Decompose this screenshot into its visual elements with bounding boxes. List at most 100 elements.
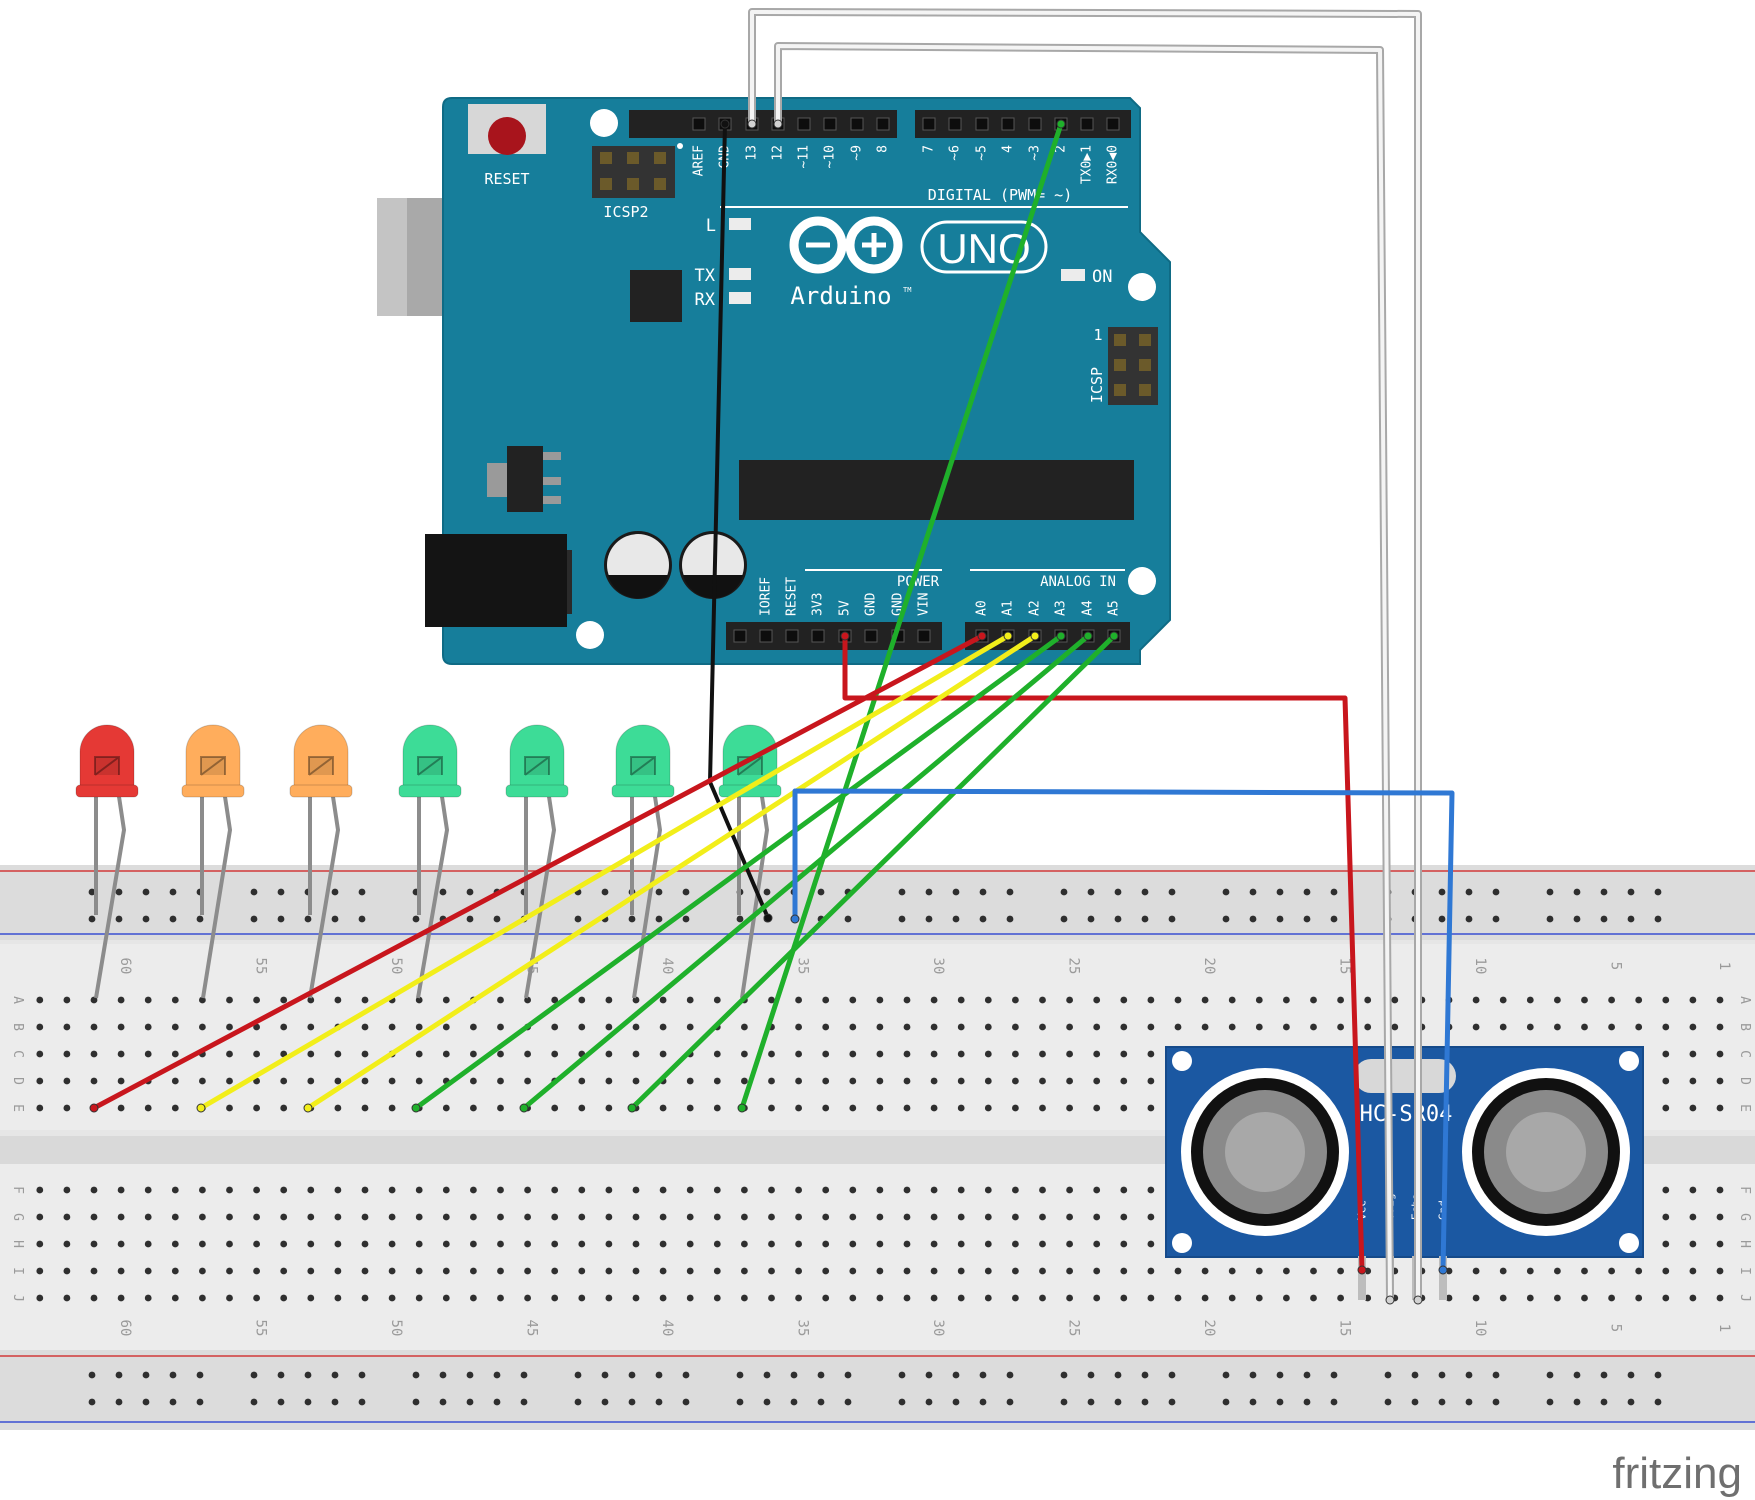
row-letter: A <box>1737 996 1752 1004</box>
column-number: 30 <box>930 958 946 975</box>
wire-yellow-a2[interactable] <box>305 633 1038 1111</box>
row-letter: D <box>1737 1077 1752 1085</box>
breadboard-labels: 6060555550504545404035353030252520201515… <box>10 958 1752 1337</box>
wire-green-a3[interactable] <box>413 633 1064 1111</box>
led-red <box>75 724 139 999</box>
wire-yellow-a1[interactable] <box>198 633 1011 1111</box>
column-number: 40 <box>659 1320 675 1337</box>
reset-label: RESET <box>484 170 529 188</box>
column-number: 10 <box>1472 1320 1488 1337</box>
column-number: 10 <box>1472 958 1488 975</box>
digital-pin-label: 4 <box>1001 145 1016 153</box>
row-letter: G <box>1737 1213 1752 1221</box>
digital-pin-label: 2 <box>1054 145 1069 153</box>
led-green <box>505 724 569 999</box>
row-letter: J <box>1737 1294 1752 1302</box>
column-number: 1 <box>1716 1324 1732 1332</box>
board-pcb <box>442 97 1171 665</box>
column-number: 60 <box>117 1320 133 1337</box>
wire-red-5v[interactable] <box>842 633 1365 1273</box>
row-letter: E <box>10 1104 25 1112</box>
digital-pin-label: RX0◀0 <box>1106 145 1121 184</box>
column-number: 30 <box>930 1320 946 1337</box>
digital-pin-label: ~6 <box>948 145 963 161</box>
column-number: 5 <box>1608 1324 1624 1332</box>
led-on <box>1061 269 1085 281</box>
analog-pin-label: A4 <box>1081 600 1096 616</box>
row-letter: C <box>1737 1050 1752 1058</box>
power-header <box>726 622 942 650</box>
power-pin-label: 3V3 <box>811 593 826 616</box>
digital-pin-label: ~9 <box>850 145 865 161</box>
digital-pin-label: AREF <box>692 145 707 176</box>
power-pin-label: GND <box>864 592 879 616</box>
wire-red-a0[interactable] <box>91 633 985 1111</box>
wire-green-a5[interactable] <box>629 633 1117 1111</box>
led-rx-label: RX <box>695 290 716 310</box>
row-letter: C <box>10 1050 25 1058</box>
transducer-left <box>1181 1068 1349 1236</box>
icsp2-label: ICSP2 <box>603 203 648 221</box>
crystal <box>1354 1059 1456 1093</box>
column-number: 60 <box>117 958 133 975</box>
logo-text: Arduino <box>790 282 891 310</box>
capacitor <box>604 531 672 599</box>
column-number: 55 <box>253 1320 269 1337</box>
mounting-hole <box>1128 273 1156 301</box>
wire-green-a4[interactable] <box>521 633 1091 1111</box>
usb-ic <box>630 270 682 322</box>
digital-header-label: DIGITAL (PWM= ~) <box>928 186 1073 204</box>
led-l-label: L <box>706 216 716 236</box>
row-letter: H <box>10 1240 25 1248</box>
analog-pin-label: A1 <box>1001 600 1016 616</box>
row-letter: B <box>10 1023 25 1031</box>
digital-pin-label: ~11 <box>797 145 812 168</box>
row-letter: H <box>1737 1240 1752 1248</box>
fritzing-watermark: fritzing <box>1612 1449 1742 1498</box>
row-letter: I <box>1737 1267 1752 1275</box>
led-orange <box>289 724 353 999</box>
led-row <box>75 724 782 999</box>
column-number: 45 <box>524 1320 540 1337</box>
analog-pin-label: A5 <box>1107 600 1122 616</box>
analog-pin-label: A3 <box>1054 600 1069 616</box>
digital-pin-label: ~3 <box>1028 145 1043 161</box>
column-number: 50 <box>388 1320 404 1337</box>
column-number: 50 <box>388 958 404 975</box>
top-power-rail <box>0 865 1755 940</box>
digital-pin-label: 13 <box>745 145 760 161</box>
column-number: 20 <box>1201 958 1217 975</box>
row-letter: J <box>10 1294 25 1302</box>
wire-blue-gnd[interactable] <box>792 788 1455 1273</box>
dc-power-jack <box>425 534 567 627</box>
logo-tm: TM <box>903 286 911 294</box>
row-letter: B <box>1737 1023 1752 1031</box>
led-tx <box>729 268 751 280</box>
digital-pin-label: 12 <box>771 145 786 161</box>
voltage-regulator <box>507 446 543 512</box>
power-label: POWER <box>897 574 940 590</box>
column-number: 5 <box>1608 962 1624 970</box>
power-pin-label: 5V <box>838 600 853 616</box>
digital-pin-label: 8 <box>876 145 891 153</box>
digital-pin-label: TX0▶1 <box>1080 145 1095 184</box>
analog-pin-label: A0 <box>975 600 990 616</box>
column-number: 40 <box>659 958 675 975</box>
digital-pin-label: ~10 <box>823 145 838 168</box>
row-letter: A <box>10 996 25 1004</box>
mounting-hole <box>590 109 618 137</box>
sensor-label: HC-SR04 <box>1360 1102 1453 1127</box>
column-number: 35 <box>795 958 811 975</box>
mounting-hole <box>576 621 604 649</box>
icsp-label: ICSP <box>1088 367 1106 403</box>
row-letter: G <box>10 1213 25 1221</box>
led-rx <box>729 292 751 304</box>
power-pin-label: RESET <box>785 577 800 616</box>
wire-green-d2[interactable] <box>739 121 1064 1111</box>
power-pin-label: IOREF <box>759 577 774 616</box>
column-number: 15 <box>1337 1320 1353 1337</box>
row-letter: I <box>10 1267 25 1275</box>
transducer-right <box>1462 1068 1630 1236</box>
mounting-hole <box>1128 567 1156 595</box>
